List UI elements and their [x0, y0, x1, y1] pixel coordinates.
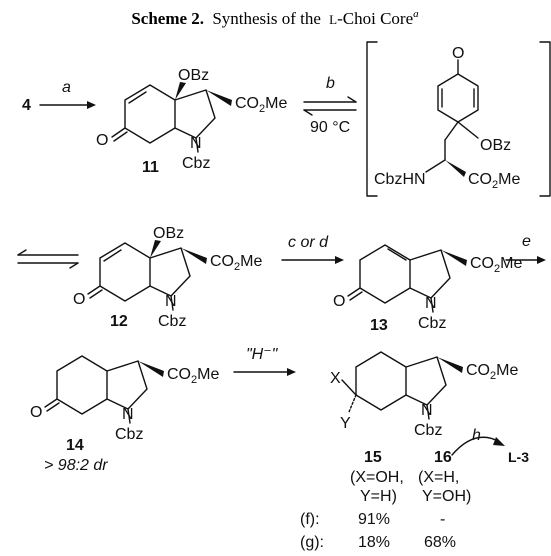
- row-f-15-yield: 91%: [358, 511, 390, 528]
- compound-12-structure: [87, 240, 207, 311]
- c13-n: N: [425, 295, 437, 312]
- c14-diastereomeric-ratio: > 98:2 dr: [44, 457, 108, 474]
- reagent-b: b: [326, 75, 335, 92]
- c12-co2me: CO2Me: [210, 253, 262, 273]
- arrow-hydride: "H⁻": [233, 346, 296, 376]
- compound-11-structure: [111, 82, 232, 153]
- equilibrium-arrow-b: b 90 °C: [303, 75, 357, 136]
- reagent-e: e: [522, 233, 531, 250]
- c13-co2me: CO2Me: [470, 255, 522, 275]
- c15-x: X: [330, 370, 341, 387]
- c13-o: O: [333, 293, 345, 310]
- row-f-16-yield: -: [440, 511, 445, 528]
- c16-x-descriptor: (X=H,: [418, 469, 459, 486]
- arrow-h: h: [451, 427, 505, 456]
- c14-o: O: [30, 404, 42, 421]
- c15-y: Y: [340, 415, 351, 432]
- c11-cbz: Cbz: [182, 155, 210, 172]
- row-g-15-yield: 18%: [358, 534, 390, 551]
- c11-o: O: [96, 132, 108, 149]
- compound-15-16-structure: [341, 351, 463, 420]
- c11-co2me: CO2Me: [235, 95, 287, 115]
- equilibrium-arrow-row2: [17, 249, 79, 269]
- arrow-e: e: [505, 233, 546, 264]
- compound-14-label: 14: [66, 437, 84, 454]
- row-g-16-yield: 68%: [424, 534, 456, 551]
- c15-co2me: CO2Me: [466, 362, 518, 382]
- compound-15-label: 15: [364, 449, 382, 466]
- reagent-a: a: [62, 79, 71, 96]
- caption-text-tail: -Choi Core: [337, 9, 413, 28]
- intermediate-cbzhn: CbzHN: [374, 171, 426, 188]
- compound-13-label: 13: [370, 317, 388, 334]
- intermediate-co2me: CO2Me: [468, 171, 520, 191]
- c16-y-descriptor: Y=OH): [422, 488, 471, 505]
- c14-cbz: Cbz: [115, 426, 143, 443]
- c11-n: N: [190, 135, 202, 152]
- scheme-caption: Scheme 2. Synthesis of the L-Choi Corea: [131, 8, 419, 28]
- caption-text: Synthesis of the: [212, 9, 321, 28]
- c12-o: O: [73, 291, 85, 308]
- compound-13-structure: [347, 244, 467, 313]
- compound-14-structure: [44, 355, 164, 424]
- row-f-label: (f):: [300, 511, 320, 528]
- compound-12-label: 12: [110, 313, 128, 330]
- c15-n: N: [421, 402, 433, 419]
- c12-obz: OBz: [153, 225, 184, 242]
- caption-l-prefix: L: [329, 12, 337, 27]
- caption-prefix: Scheme 2.: [131, 9, 204, 28]
- arrow-a: a: [39, 79, 96, 109]
- dienone-intermediate-structure: [425, 59, 479, 177]
- c14-n: N: [122, 406, 134, 423]
- reagent-h: h: [472, 427, 481, 444]
- c15-y-descriptor: Y=H): [360, 488, 397, 505]
- c13-cbz: Cbz: [418, 315, 446, 332]
- compound-16-label: 16: [434, 449, 452, 466]
- c15-cbz: Cbz: [414, 422, 442, 439]
- target-compound-label: L-3: [508, 449, 529, 465]
- arrow-c-or-d: c or d: [281, 234, 344, 264]
- c14-co2me: CO2Me: [167, 366, 219, 386]
- reagent-b-temperature: 90 °C: [310, 119, 350, 136]
- intermediate-bracket: [366, 41, 551, 197]
- reagent-c-or-d: c or d: [288, 234, 329, 251]
- reagent-hydride: "H⁻": [246, 346, 279, 363]
- c15-x-descriptor: (X=OH,: [350, 469, 404, 486]
- c11-obz: OBz: [178, 67, 209, 84]
- intermediate-obz: OBz: [480, 137, 511, 154]
- caption-footnote-mark: a: [413, 8, 419, 20]
- compound-11-label: 11: [142, 159, 159, 176]
- intermediate-o: O: [452, 45, 464, 62]
- row-g-label: (g):: [300, 534, 324, 551]
- c12-n: N: [165, 293, 177, 310]
- c12-cbz: Cbz: [158, 313, 186, 330]
- compound-4-label: 4: [22, 97, 31, 114]
